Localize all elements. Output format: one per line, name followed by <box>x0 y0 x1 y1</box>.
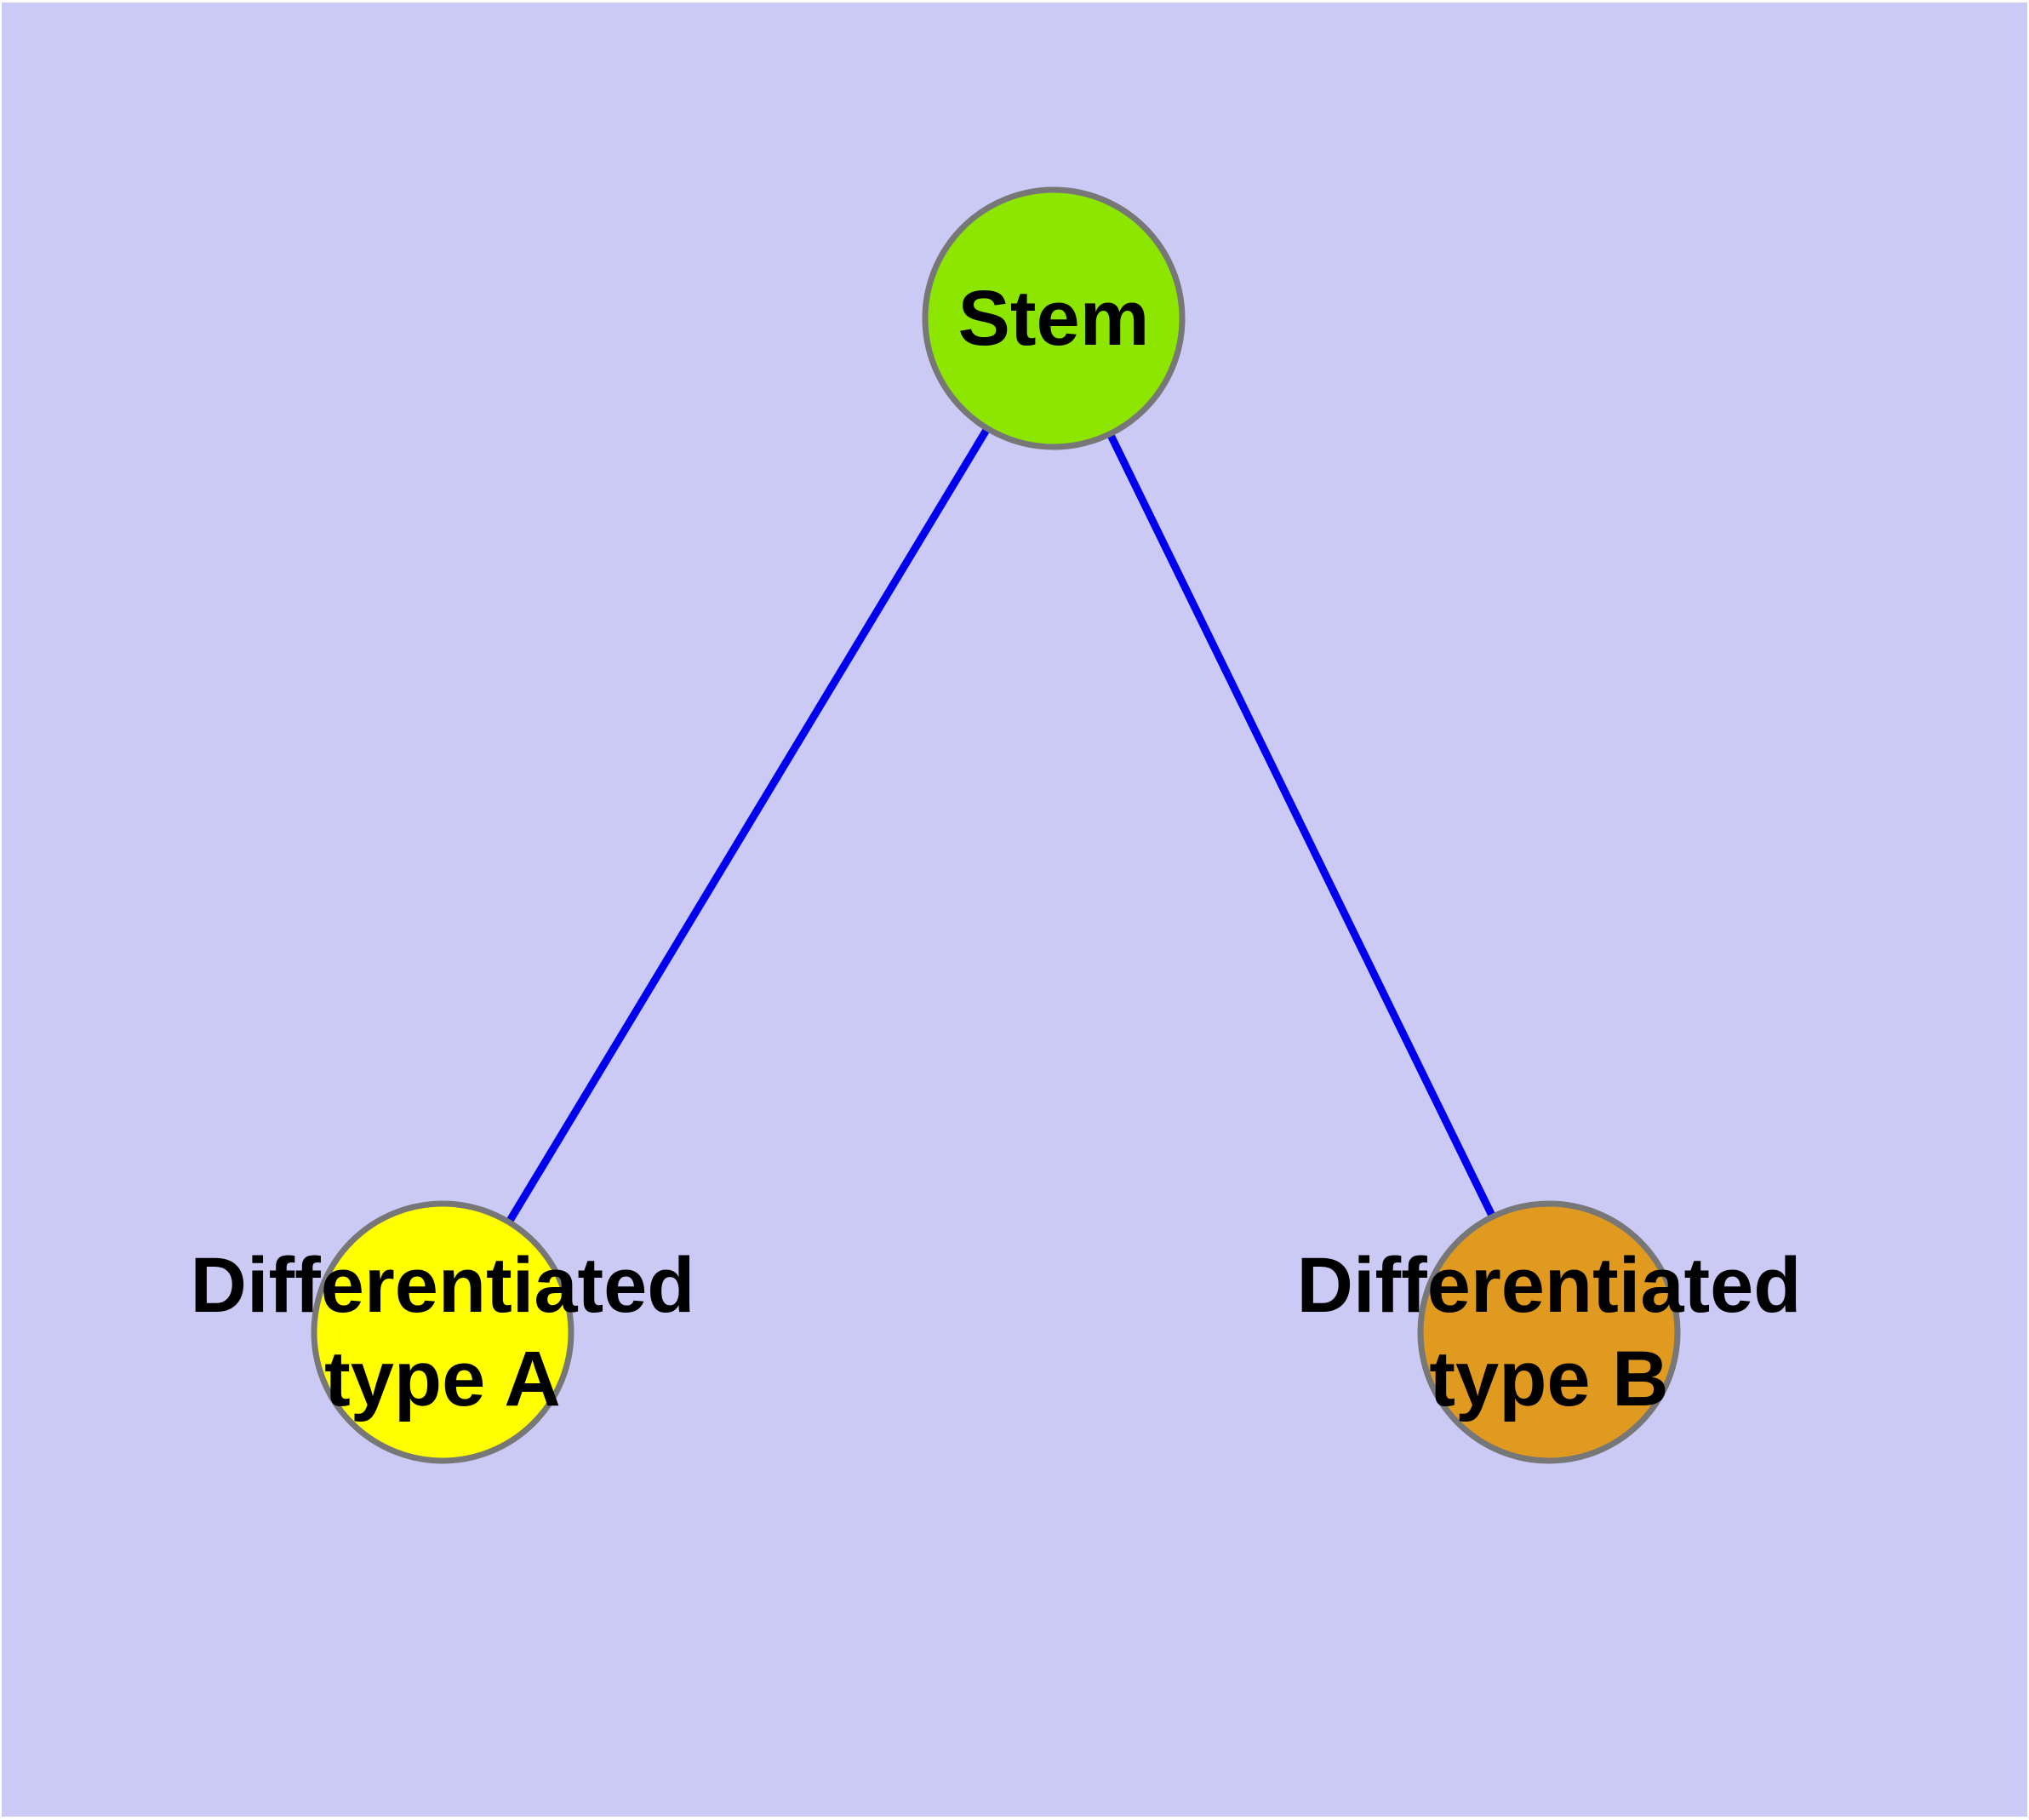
node-type-a-circle <box>311 1200 574 1464</box>
node-stem-circle <box>922 186 1186 450</box>
node-type-b-label-line: type B <box>1429 1336 1668 1422</box>
edge-stem-to-type-a <box>439 316 1057 1335</box>
edge-stem-to-type-b <box>1049 317 1553 1334</box>
node-stem-label: Stem <box>958 275 1150 362</box>
node-type-a-label-line: type A <box>324 1336 561 1422</box>
node-type-b-circle <box>1417 1200 1681 1464</box>
node-type-a-label-line: Differentiated <box>191 1242 695 1329</box>
node-type-b-label-line: Differentiated <box>1297 1242 1802 1329</box>
node-stem: Stem <box>922 186 1186 450</box>
node-stem-label-line: Stem <box>958 275 1150 362</box>
